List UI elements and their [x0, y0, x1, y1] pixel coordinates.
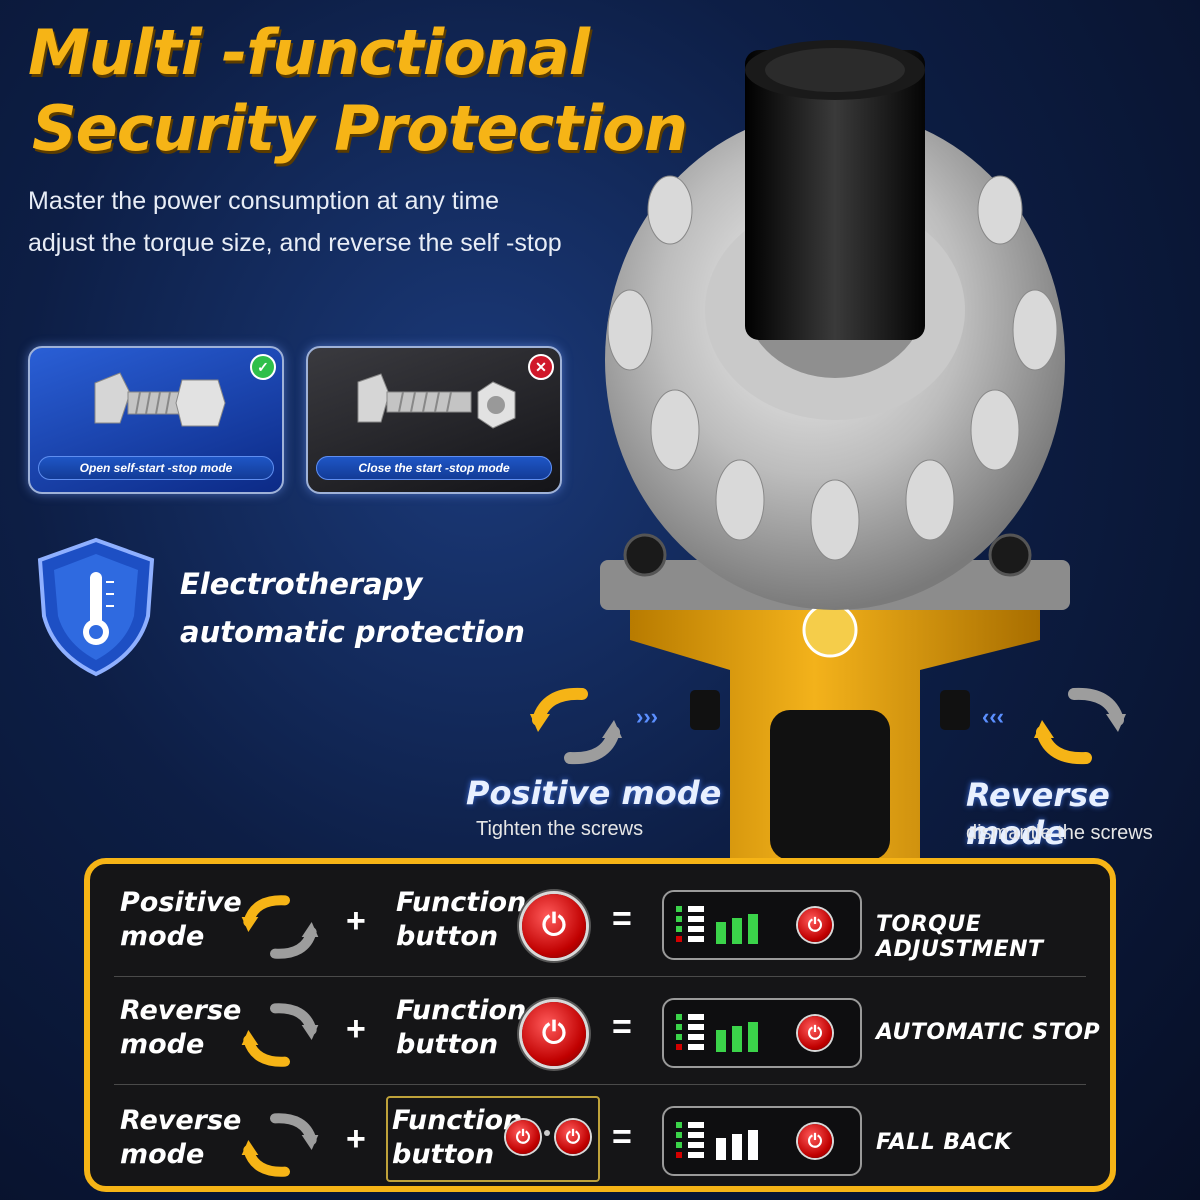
- combo-fn-line-2: button: [396, 921, 499, 952]
- equals-sign: =: [612, 1118, 632, 1156]
- combo-fn-line-1: Function: [392, 1105, 523, 1136]
- combo-mode-line-1: Reverse: [120, 995, 242, 1026]
- battery-led-icon: [676, 906, 758, 944]
- subtitle-line-2: adjust the torque size, and reverse the …: [28, 229, 562, 257]
- combo-mode-line-1: Positive: [120, 887, 242, 918]
- row-divider: [114, 976, 1086, 977]
- positive-rotation-icon: [530, 687, 622, 765]
- bolt-nut-icon: [94, 372, 226, 427]
- open-start-stop-card: ✓ Open self-start -stop mode: [28, 346, 284, 494]
- start-button-icon: ⏻: [798, 908, 832, 942]
- power-button-icon: ⏻: [522, 894, 586, 958]
- headline-line-2: Security Protection: [32, 92, 688, 165]
- combo-result-auto-stop: AUTOMATIC STOP: [876, 1020, 1101, 1045]
- reverse-mode-subtitle: dismantle the screws: [966, 822, 1153, 844]
- press-separator-dot: [544, 1130, 550, 1136]
- open-start-stop-label: Open self-start -stop mode: [38, 456, 274, 480]
- cross-badge-icon: ✕: [528, 354, 554, 380]
- battery-led-icon: [676, 1122, 758, 1160]
- combo-row-fall-back: Reverse mode + Function button ⏻ ⏻ = ⏻: [90, 1086, 1110, 1194]
- combo-fn-line-1: Function: [396, 995, 527, 1026]
- power-button-icon: ⏻: [522, 1002, 586, 1066]
- power-button-icon: ⏻: [556, 1120, 590, 1154]
- right-chevrons-icon: ›››: [636, 704, 658, 729]
- combo-result-fall-back: FALL BACK: [876, 1130, 1012, 1155]
- battery-led-icon: [676, 1014, 758, 1052]
- separated-bolt-nut-icon: [357, 373, 516, 429]
- protection-line-1: Electrotherapy: [180, 567, 423, 601]
- plus-sign: +: [346, 1120, 366, 1158]
- function-combination-panel: Positive mode + Function button ⏻ = ⏻ TO…: [84, 858, 1116, 1192]
- reverse-mode-title: Reverse mode: [966, 776, 1110, 852]
- equals-sign: =: [612, 900, 632, 938]
- combo-mode-line-2: mode: [120, 1029, 205, 1060]
- combo-mode-line-2: mode: [120, 1139, 205, 1170]
- protection-line-2: automatic protection: [180, 615, 525, 649]
- combo-row-torque: Positive mode + Function button ⏻ = ⏻ TO…: [90, 870, 1110, 978]
- reverse-rotation-icon: [241, 1113, 319, 1177]
- double-press-highlight: [386, 1096, 600, 1182]
- left-chevrons-icon: ‹‹‹: [982, 704, 1004, 729]
- control-panel-display: ⏻: [662, 890, 862, 960]
- control-panel-display: ⏻: [662, 1106, 862, 1176]
- power-button-icon: ⏻: [506, 1120, 540, 1154]
- thermometer-shield-icon: [37, 537, 155, 677]
- headline-line-1: Multi -functional: [28, 16, 590, 89]
- combo-fn-line-2: button: [392, 1139, 495, 1170]
- row-divider: [114, 1084, 1086, 1085]
- start-button-icon: ⏻: [798, 1124, 832, 1158]
- plus-sign: +: [346, 1010, 366, 1048]
- control-panel-display: ⏻: [662, 998, 862, 1068]
- close-start-stop-card: ✕ Close the start -stop mode: [306, 346, 562, 494]
- equals-sign: =: [612, 1008, 632, 1046]
- combo-fn-line-1: Function: [396, 887, 527, 918]
- close-start-stop-label: Close the start -stop mode: [316, 456, 552, 480]
- positive-rotation-icon: [241, 895, 319, 959]
- combo-fn-line-2: button: [396, 1029, 499, 1060]
- subtitle-line-1: Master the power consumption at any time: [28, 187, 500, 215]
- plus-sign: +: [346, 902, 366, 940]
- combo-mode-line-2: mode: [120, 921, 205, 952]
- check-badge-icon: ✓: [250, 354, 276, 380]
- impact-wrench-illustration: [600, 40, 1070, 860]
- reverse-rotation-icon: [241, 1003, 319, 1067]
- combo-row-auto-stop: Reverse mode + Function button ⏻ = ⏻ AUT…: [90, 978, 1110, 1086]
- positive-mode-title: Positive mode: [466, 774, 722, 812]
- positive-mode-subtitle: Tighten the screws: [476, 818, 644, 840]
- start-button-icon: ⏻: [798, 1016, 832, 1050]
- combo-mode-line-1: Reverse: [120, 1105, 242, 1136]
- combo-result-torque: TORQUE ADJUSTMENT: [876, 912, 1044, 962]
- reverse-rotation-icon: [1034, 687, 1126, 765]
